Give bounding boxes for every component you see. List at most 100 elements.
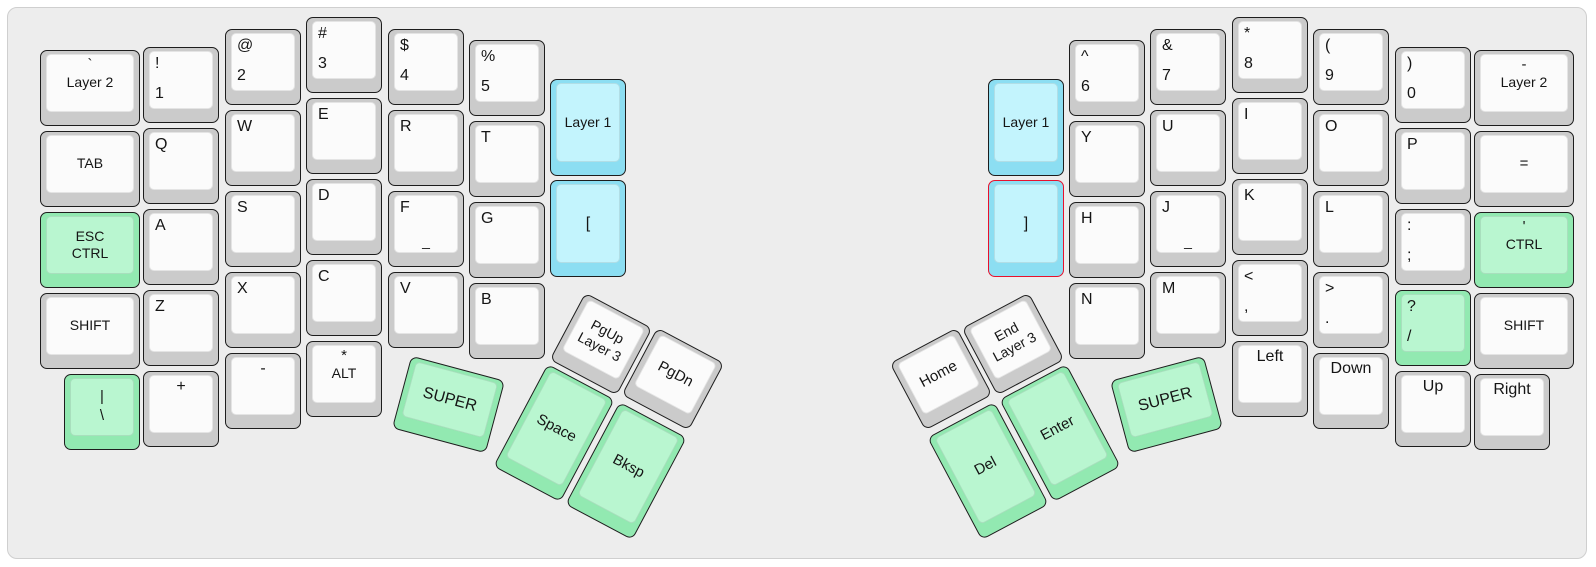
key-h[interactable]: H bbox=[1069, 202, 1145, 278]
keycap-top: Down bbox=[1319, 357, 1383, 415]
key-rparen-0[interactable]: )0 bbox=[1395, 47, 1471, 123]
key-lbracket[interactable]: [ bbox=[550, 180, 626, 277]
keycap-top: @2 bbox=[231, 33, 295, 91]
keycap-top: PgDn bbox=[633, 333, 718, 416]
key-super-left[interactable]: SUPER bbox=[391, 355, 505, 453]
keycap-top: Layer 1 bbox=[994, 83, 1058, 162]
key-label: Right bbox=[1493, 381, 1531, 398]
key-label: | \ bbox=[99, 388, 105, 424]
key-hash-3[interactable]: #3 bbox=[306, 17, 382, 93]
key-percent-5[interactable]: %5 bbox=[469, 40, 545, 116]
keycap-top: K bbox=[1238, 183, 1302, 241]
keycap-top: B bbox=[475, 287, 539, 345]
key-up[interactable]: Up bbox=[1395, 371, 1471, 447]
key-label: Q bbox=[155, 136, 168, 153]
key-s[interactable]: S bbox=[225, 191, 301, 267]
keycap-top: F_ bbox=[394, 195, 458, 253]
keycap-top: R bbox=[394, 114, 458, 172]
key-layer2-left[interactable]: `Layer 2 bbox=[40, 50, 140, 126]
key-shift-left[interactable]: SHIFT bbox=[40, 293, 140, 369]
key-i[interactable]: I bbox=[1232, 98, 1308, 174]
key-left[interactable]: Left bbox=[1232, 341, 1308, 417]
key-label: G bbox=[481, 210, 494, 227]
key-super-right[interactable]: SUPER bbox=[1109, 355, 1223, 453]
key-v[interactable]: V bbox=[388, 272, 464, 348]
key-right[interactable]: Right bbox=[1474, 374, 1550, 450]
key-label: M bbox=[1162, 280, 1176, 297]
key-label: F bbox=[400, 199, 410, 216]
key-colon-semicolon[interactable]: :; bbox=[1395, 209, 1471, 285]
key-equals[interactable]: = bbox=[1474, 131, 1574, 207]
key-t[interactable]: T bbox=[469, 121, 545, 197]
key-label: PgUp Layer 3 bbox=[575, 315, 628, 365]
key-r[interactable]: R bbox=[388, 110, 464, 186]
key-down[interactable]: Down bbox=[1313, 353, 1389, 429]
key-label: , bbox=[1244, 298, 1249, 315]
key-minus[interactable]: - bbox=[225, 353, 301, 429]
key-minus-layer2[interactable]: -Layer 2 bbox=[1474, 50, 1574, 126]
key-b[interactable]: B bbox=[469, 283, 545, 359]
key-gt-period[interactable]: >. bbox=[1313, 272, 1389, 348]
key-at-2[interactable]: @2 bbox=[225, 29, 301, 105]
key-label: & bbox=[1162, 37, 1173, 54]
key-bang-1[interactable]: !1 bbox=[143, 47, 219, 123]
key-shift-right[interactable]: SHIFT bbox=[1474, 293, 1574, 369]
key-q[interactable]: Q bbox=[143, 128, 219, 204]
keycap-top: J_ bbox=[1156, 195, 1220, 253]
keycap-top: | \ bbox=[70, 378, 134, 436]
key-layer1-left[interactable]: Layer 1 bbox=[550, 79, 626, 176]
key-z[interactable]: Z bbox=[143, 290, 219, 366]
key-label: : bbox=[1407, 217, 1412, 234]
keycap-top: E bbox=[312, 102, 376, 160]
key-label: ) bbox=[1407, 55, 1413, 72]
key-rbracket[interactable]: ] bbox=[988, 180, 1064, 277]
key-tab[interactable]: TAB bbox=[40, 131, 140, 207]
key-y[interactable]: Y bbox=[1069, 121, 1145, 197]
keycap-top: L bbox=[1319, 195, 1383, 253]
keycap-top: *8 bbox=[1238, 21, 1302, 79]
keycap-top: Right bbox=[1480, 378, 1544, 436]
key-label: 7 bbox=[1162, 67, 1171, 84]
key-star-alt[interactable]: *ALT bbox=[306, 341, 382, 417]
key-dollar-4[interactable]: $4 bbox=[388, 29, 464, 105]
key-u[interactable]: U bbox=[1150, 110, 1226, 186]
keycap-top: !1 bbox=[149, 51, 213, 109]
keycap-top: 'CTRL bbox=[1480, 216, 1568, 274]
key-k[interactable]: K bbox=[1232, 179, 1308, 255]
keycap-top: *ALT bbox=[312, 345, 376, 403]
key-lparen-9[interactable]: (9 bbox=[1313, 29, 1389, 105]
key-w[interactable]: W bbox=[225, 110, 301, 186]
key-x[interactable]: X bbox=[225, 272, 301, 348]
keycap-top: W bbox=[231, 114, 295, 172]
key-caret-6[interactable]: ^6 bbox=[1069, 40, 1145, 116]
key-label: CTRL bbox=[1505, 236, 1543, 253]
key-j[interactable]: J_ bbox=[1150, 191, 1226, 267]
key-label: B bbox=[481, 291, 492, 308]
key-n[interactable]: N bbox=[1069, 283, 1145, 359]
key-e[interactable]: E bbox=[306, 98, 382, 174]
key-d[interactable]: D bbox=[306, 179, 382, 255]
key-a[interactable]: A bbox=[143, 209, 219, 285]
key-l[interactable]: L bbox=[1313, 191, 1389, 267]
key-question-slash[interactable]: ?/ bbox=[1395, 290, 1471, 366]
key-esc-ctrl[interactable]: ESC CTRL bbox=[40, 212, 140, 288]
keycap-top: T bbox=[475, 125, 539, 183]
key-o[interactable]: O bbox=[1313, 110, 1389, 186]
key-pipe-backslash[interactable]: | \ bbox=[64, 374, 140, 450]
key-f[interactable]: F_ bbox=[388, 191, 464, 267]
key-g[interactable]: G bbox=[469, 202, 545, 278]
key-plus[interactable]: + bbox=[143, 371, 219, 447]
key-label: = bbox=[1519, 154, 1529, 172]
key-layer1-right[interactable]: Layer 1 bbox=[988, 79, 1064, 176]
key-label: [ bbox=[585, 214, 591, 232]
key-amp-7[interactable]: &7 bbox=[1150, 29, 1226, 105]
key-asterisk-8[interactable]: *8 bbox=[1232, 17, 1308, 93]
key-lt-comma[interactable]: <, bbox=[1232, 260, 1308, 336]
key-label: Up bbox=[1422, 378, 1444, 395]
key-c[interactable]: C bbox=[306, 260, 382, 336]
key-quote-ctrl[interactable]: 'CTRL bbox=[1474, 212, 1574, 288]
key-m[interactable]: M bbox=[1150, 272, 1226, 348]
key-p[interactable]: P bbox=[1395, 128, 1471, 204]
keycap-top: [ bbox=[556, 184, 620, 263]
